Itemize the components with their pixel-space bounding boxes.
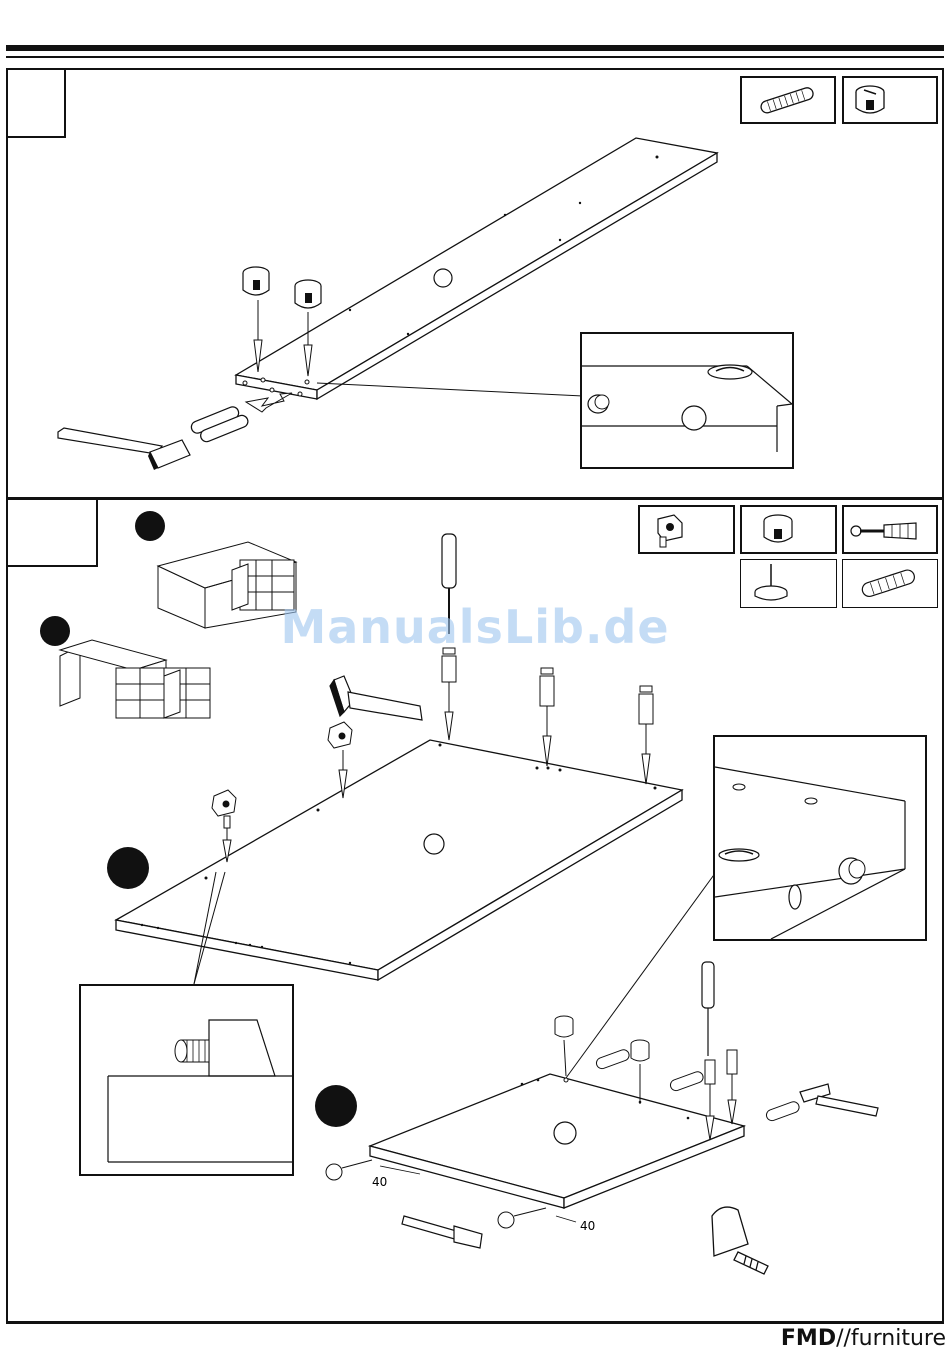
screwdriver-icon-2 — [702, 962, 714, 1056]
cam-lock-4 — [631, 1040, 649, 1104]
dimension-label-1: 40 — [372, 1175, 387, 1189]
dowel-3 — [595, 1048, 631, 1070]
brand-bold: FMD — [781, 1326, 836, 1351]
footer-rule — [6, 1322, 944, 1324]
step1-drawing — [0, 0, 950, 500]
cam-bolt-3 — [639, 686, 653, 784]
variant-marker-1 — [135, 511, 165, 541]
desk-top-panel — [116, 740, 682, 980]
connector-fitting-2 — [212, 790, 236, 862]
watermark: ManualsLib.de — [0, 600, 950, 654]
tape-measure-icon — [712, 1207, 768, 1274]
hammer-icon-2 — [800, 1084, 878, 1116]
step2-detail-zoom-left — [79, 984, 294, 1176]
cam-bolt-1 — [442, 648, 456, 740]
step2-detail-zoom-right — [713, 735, 927, 941]
hammer-icon-3 — [402, 1216, 482, 1248]
cam-bolt-5 — [727, 1050, 737, 1124]
nail-glide-2 — [498, 1208, 546, 1228]
nail-glide-1 — [326, 1160, 372, 1180]
cam-lock-3 — [555, 1016, 573, 1076]
step-marker-a — [107, 847, 149, 889]
cam-lock-1 — [243, 267, 269, 372]
cam-bolt-2 — [540, 668, 554, 766]
hammer-icon — [58, 428, 190, 470]
cable-hole — [434, 269, 452, 287]
brand-rest: //furniture — [836, 1326, 946, 1351]
step-marker-b — [315, 1085, 357, 1127]
step1-detail-zoom — [580, 332, 794, 469]
dimension-label-2: 40 — [580, 1219, 595, 1233]
dowel-5 — [765, 1100, 801, 1122]
footer-brand: FMD//furniture — [781, 1326, 946, 1351]
hammer-icon — [330, 676, 422, 720]
dowel-4 — [669, 1070, 705, 1092]
